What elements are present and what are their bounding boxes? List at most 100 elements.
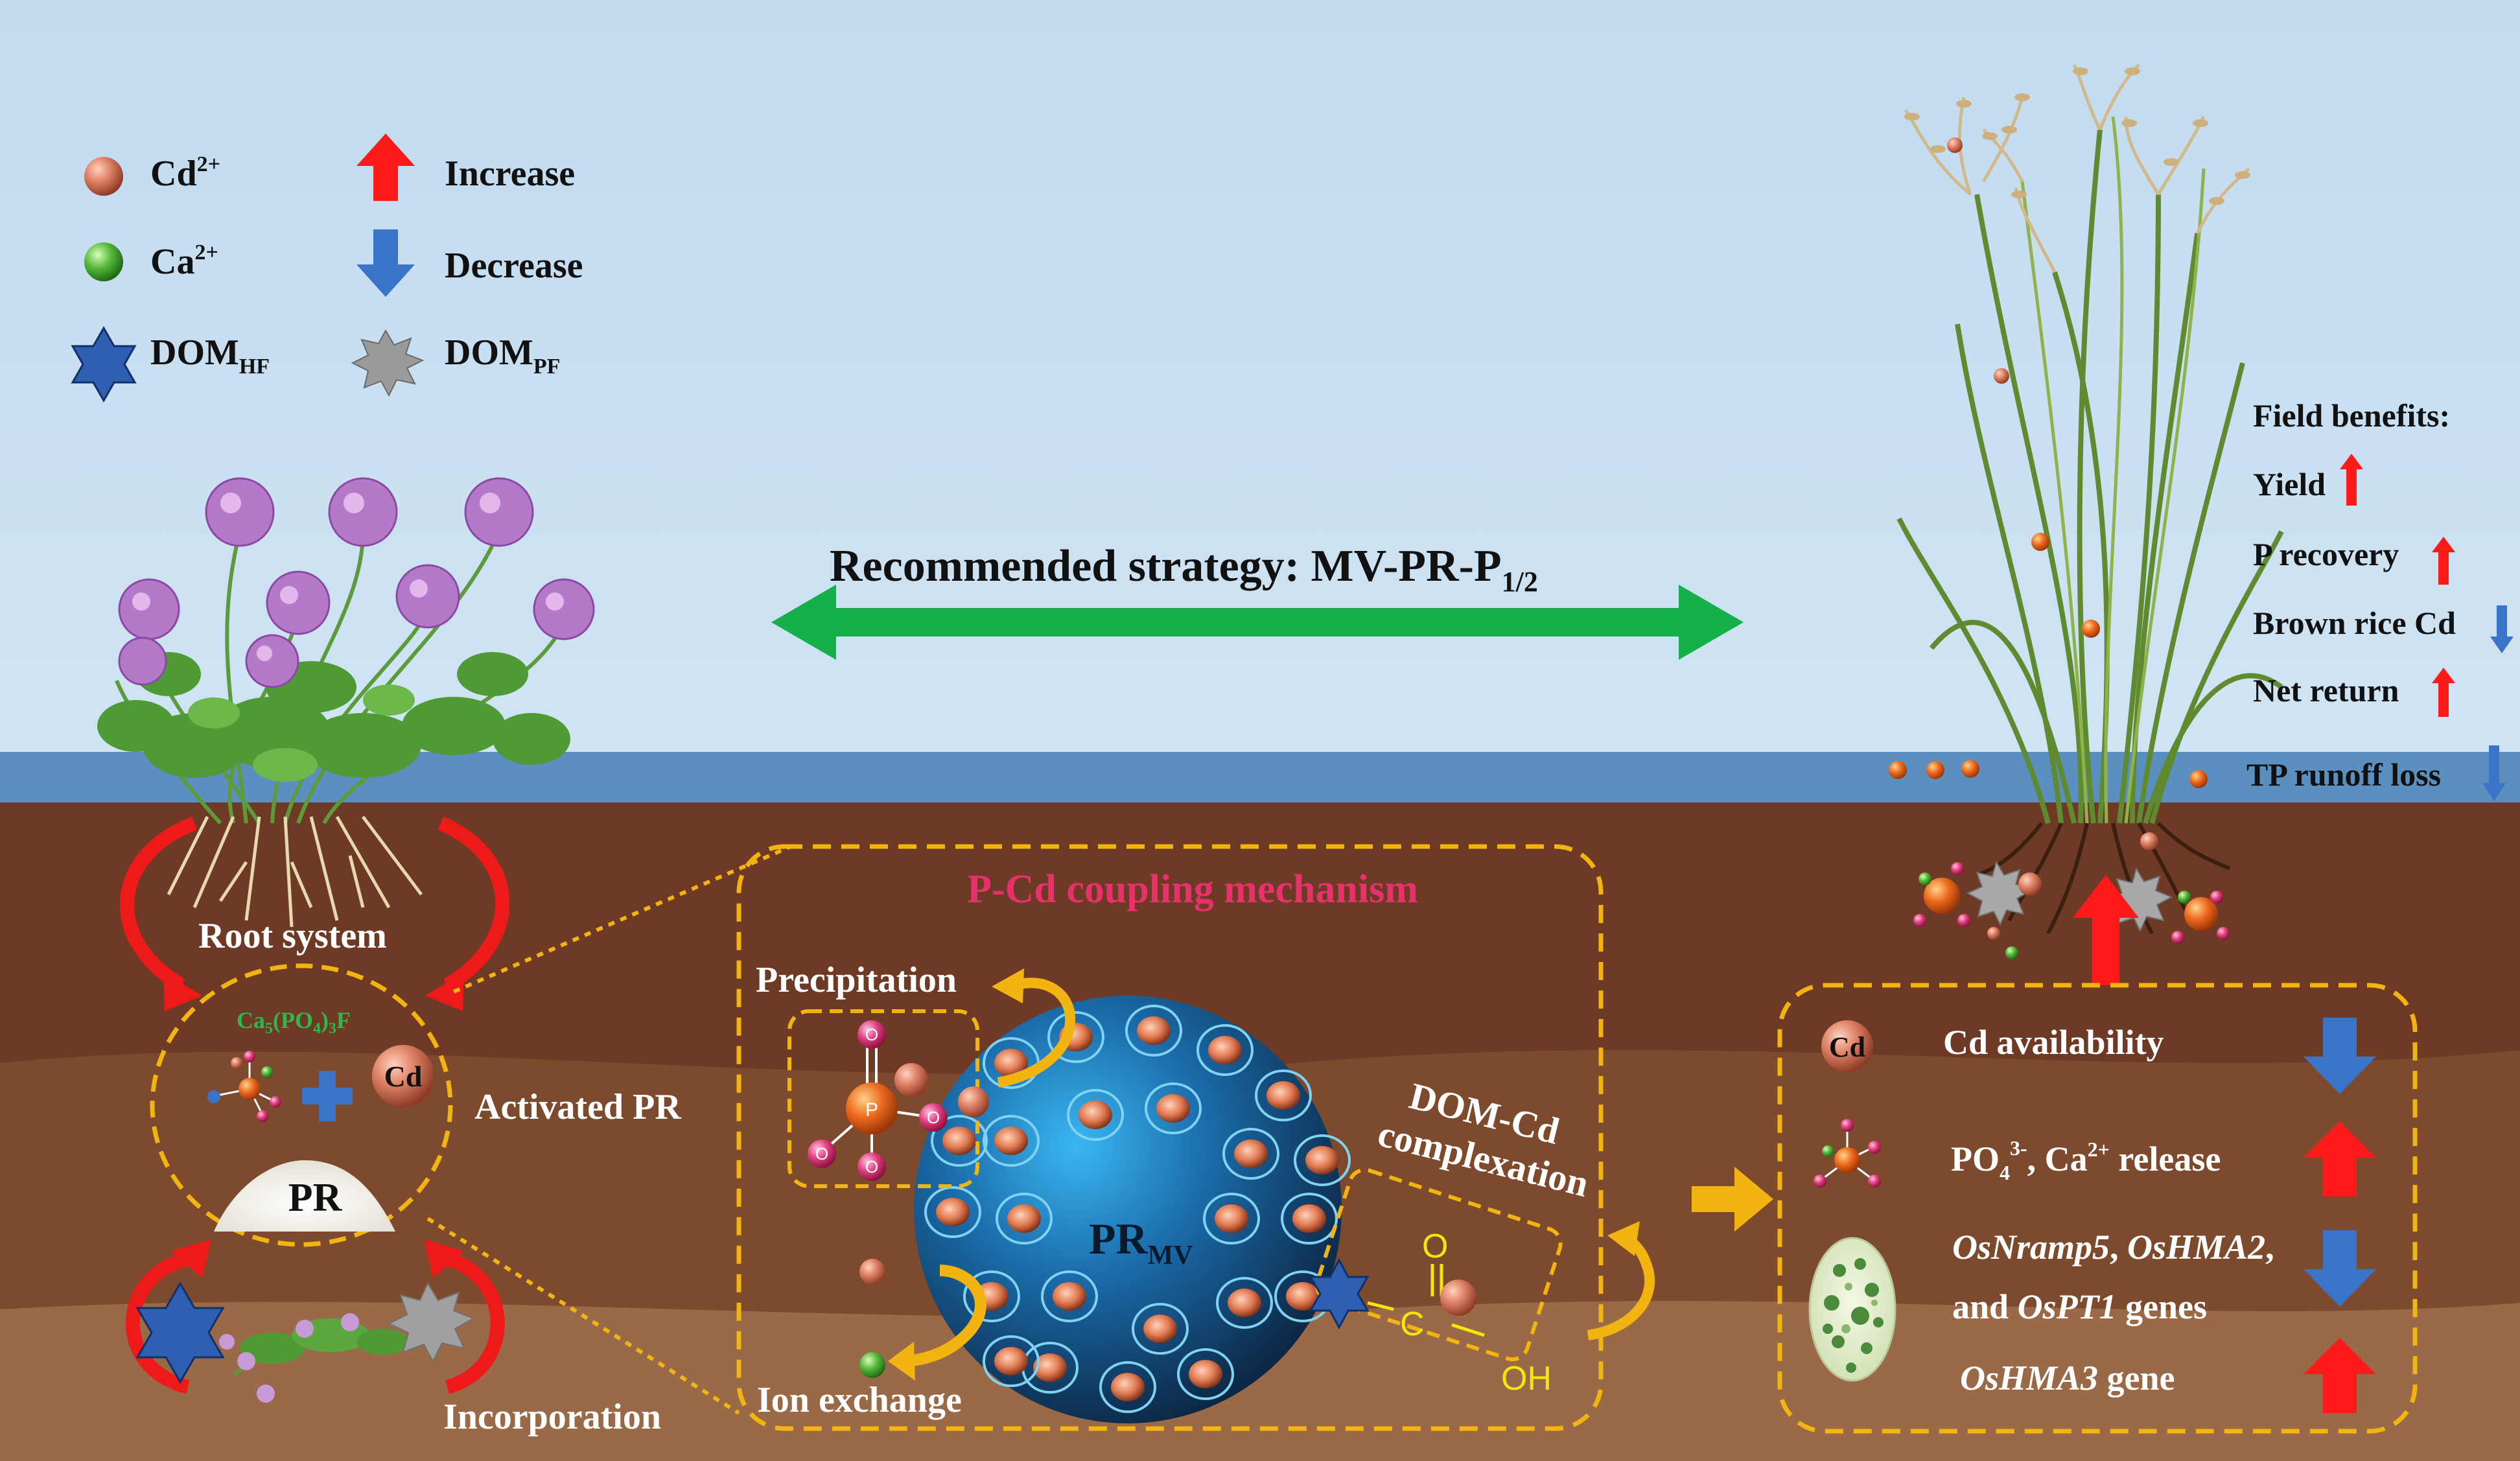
legend-increase-label: Increase (445, 154, 575, 194)
ca-ion-icon (859, 1352, 885, 1378)
release-ca: , Ca (2027, 1140, 2088, 1178)
blue-down-arrow-icon (356, 229, 415, 297)
sphere-pore-core (1143, 1315, 1177, 1343)
sphere-pore-ring (1203, 1193, 1260, 1245)
to-effects-arrow (1692, 1167, 1773, 1232)
root-system-label: Root system (198, 916, 387, 956)
blue-down-arrow-icon (2304, 1230, 2376, 1307)
sphere-sub: MV (1148, 1241, 1193, 1270)
red-up-arrow-icon (2304, 1121, 2376, 1197)
sphere-pore-core (1007, 1204, 1041, 1233)
root-cycle-arrowhead (171, 1239, 211, 1278)
formula-f: F (336, 1007, 351, 1033)
red-up-arrow-icon (356, 134, 415, 201)
svg-text:DOMPF: DOMPF (445, 333, 560, 379)
sphere-pore-core (942, 1127, 976, 1155)
gene-oshma2: OsHMA2 (2127, 1228, 2265, 1267)
sphere-pore-ring (983, 1115, 1040, 1167)
gene-comma-2: , (2265, 1228, 2274, 1267)
gene-osnramp5: OsNramp5 (1952, 1228, 2110, 1267)
svg-text:PO43-, Ca2+ release: PO43-, Ca2+ release (1951, 1136, 2221, 1184)
pr-powder-pile (214, 1160, 395, 1232)
sphere-pore-ring (1099, 1361, 1156, 1413)
formula-po: (PO (273, 1007, 313, 1033)
red-up-arrow-icon (2432, 537, 2455, 585)
svg-text:Cd2+: Cd2+ (150, 152, 220, 194)
sphere-pore-ring (931, 1115, 988, 1167)
cd-ion-icon (84, 157, 123, 196)
sphere-pore-ring (996, 1193, 1053, 1245)
formula-5: 5 (265, 1020, 273, 1037)
sphere-pore-ring (1196, 1024, 1254, 1076)
benefit-tp-runoff-label: TP runoff loss (2246, 756, 2441, 793)
phosphate-molecule-icon: P O O O O (808, 1020, 948, 1181)
sphere-pore-ring (1177, 1348, 1234, 1400)
strategy-group: Recommended strategy: MV-PR-P1/2 (771, 541, 1744, 660)
svg-text:OsNramp5, OsHMA2,: OsNramp5, OsHMA2, (1952, 1228, 2274, 1267)
strategy-subscript: 1/2 (1502, 566, 1538, 598)
gene-gene: gene (2098, 1359, 2175, 1397)
sphere-pore-core (1228, 1289, 1261, 1317)
formula-3: 3 (329, 1020, 336, 1037)
mechanism-box (736, 844, 1604, 1431)
cd-availability-label: Cd availability (1943, 1023, 2164, 1062)
sphere-pore-core (1292, 1204, 1326, 1233)
sphere-pore-core (1189, 1360, 1222, 1388)
root-cycle-arrowhead (425, 972, 464, 1011)
svg-text:Ca2+: Ca2+ (150, 240, 218, 282)
benefit-yield-label: Yield (2253, 466, 2326, 502)
sphere-pore-core (1111, 1373, 1145, 1401)
blue-down-arrow-icon (2490, 605, 2514, 653)
svg-text:DOMHF: DOMHF (150, 333, 270, 379)
legend-cd-charge: 2+ (197, 152, 220, 176)
root-cycle-arrows (119, 816, 509, 1394)
root-cycle-arrowhead (163, 972, 202, 1011)
gene-genes: genes (2117, 1287, 2207, 1326)
sphere-pore-core (994, 1347, 1028, 1375)
sphere-pore-ring (924, 1186, 981, 1238)
star-icon (135, 1281, 225, 1384)
sphere-label: PR (1089, 1214, 1149, 1263)
release-end: release (2110, 1140, 2221, 1178)
cd-ion-icon (372, 1045, 434, 1107)
sphere-pore-core (1079, 1101, 1112, 1129)
svg-text:OsHMA3 gene: OsHMA3 gene (1960, 1359, 2175, 1397)
burst-icon (351, 329, 425, 397)
legend-cd-label: Cd (150, 154, 197, 194)
activated-pr-circle (150, 963, 453, 1247)
atom-o: O (815, 1144, 828, 1163)
rice-plant-icon (1896, 64, 2284, 935)
atom-o: O (865, 1025, 878, 1044)
mechanism-title: P-Cd coupling mechanism (967, 867, 1418, 911)
uptake-red-arrow (2073, 875, 2139, 985)
cd-ion-icon (859, 1259, 885, 1285)
sphere-pore-ring (1132, 1303, 1189, 1355)
sphere-pore-core (1234, 1140, 1268, 1168)
ion-exchange-label: Ion exchange (757, 1380, 962, 1420)
precipitation-curved-arrow (997, 977, 1076, 1088)
burst-icon (1966, 860, 2033, 926)
red-up-arrow-icon (2432, 668, 2455, 717)
ion-exchange-arrowhead (888, 1342, 915, 1381)
sphere-pore-core (1053, 1282, 1086, 1311)
legend-ca-label: Ca (150, 242, 194, 282)
sphere-pore-ring (1145, 1082, 1202, 1134)
red-up-arrow-icon (2340, 454, 2363, 506)
incorporation-label: Incorporation (443, 1397, 661, 1437)
cd-ion-icon (1440, 1280, 1476, 1316)
release-po-sub: 4 (2000, 1161, 2010, 1184)
release-po: PO (1951, 1140, 2000, 1178)
cd-ion-icon (1821, 1020, 1873, 1072)
sphere-pore-ring (1041, 1270, 1098, 1322)
sphere-pore-core (1215, 1204, 1248, 1233)
pr-mv-sphere (914, 996, 1342, 1423)
root-zone-molecules (1913, 832, 2230, 959)
sphere-pore-core (1208, 1036, 1242, 1064)
blue-down-arrow-icon (2482, 745, 2506, 801)
field-benefits-panel: Field benefits: Yield P recovery Brown r… (2246, 397, 2514, 801)
release-ca-sup: 2+ (2088, 1138, 2110, 1161)
svg-text:Recommended strategy: MV-PR-P1: Recommended strategy: MV-PR-P1/2 (830, 541, 1538, 598)
atom-p: P (865, 1099, 878, 1121)
precipitation-box (788, 1009, 979, 1188)
sphere-pore-core (1033, 1353, 1067, 1382)
